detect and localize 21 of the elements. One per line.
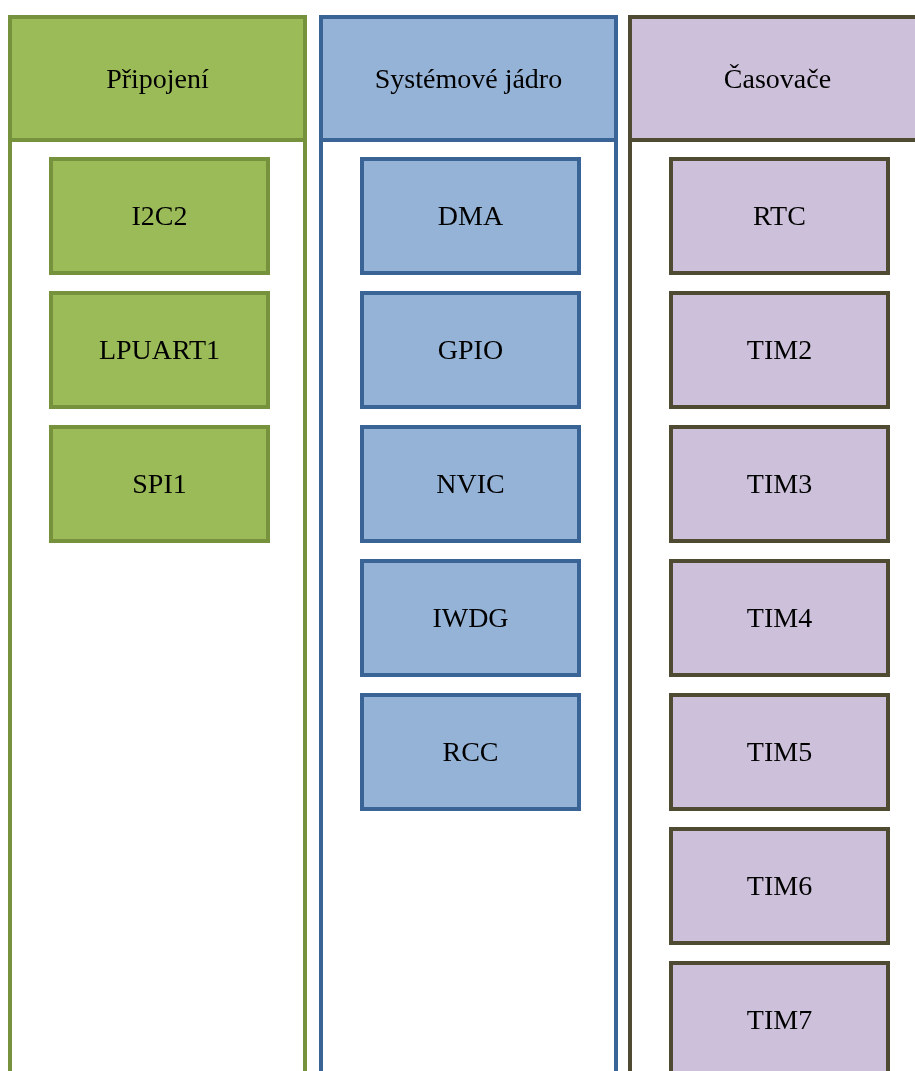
column-header: Připojení — [12, 19, 303, 142]
module-box: RCC — [360, 693, 581, 811]
column-panel — [8, 15, 307, 1071]
column-panel — [319, 15, 618, 1071]
module-box: LPUART1 — [49, 291, 270, 409]
module-box: I2C2 — [49, 157, 270, 275]
module-box: NVIC — [360, 425, 581, 543]
module-box: TIM3 — [669, 425, 890, 543]
module-box: TIM5 — [669, 693, 890, 811]
module-box: TIM7 — [669, 961, 890, 1071]
module-box: SPI1 — [49, 425, 270, 543]
column-header: Časovače — [632, 19, 915, 142]
module-box: TIM6 — [669, 827, 890, 945]
module-box: TIM2 — [669, 291, 890, 409]
column-header: Systémové jádro — [323, 19, 614, 142]
module-box: GPIO — [360, 291, 581, 409]
module-box: IWDG — [360, 559, 581, 677]
column-panel — [628, 15, 915, 1071]
module-box: TIM4 — [669, 559, 890, 677]
module-box: DMA — [360, 157, 581, 275]
module-box: RTC — [669, 157, 890, 275]
